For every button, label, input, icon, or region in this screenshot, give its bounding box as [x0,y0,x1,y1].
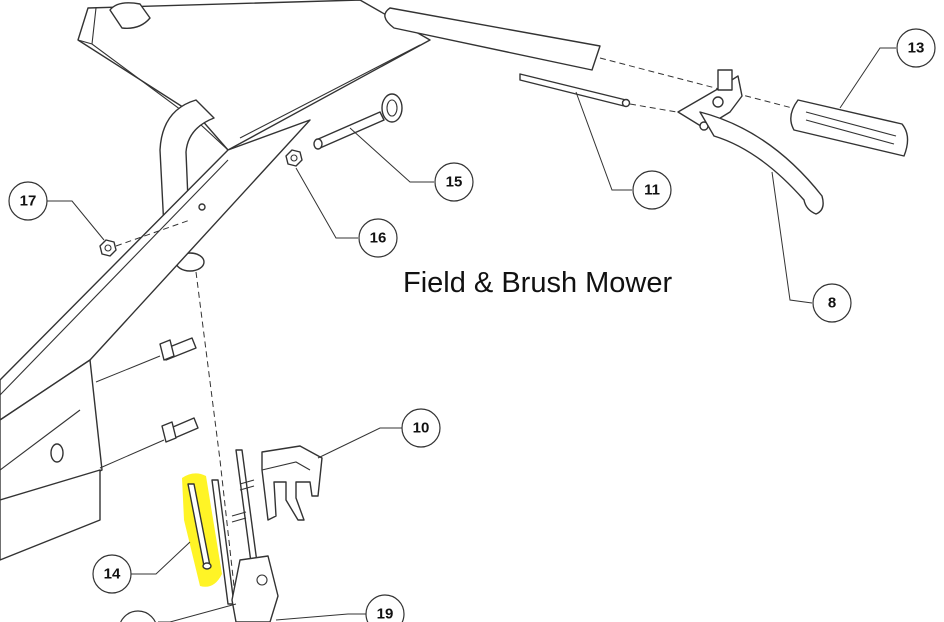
callout-19-label: 19 [377,606,394,622]
bolt-lower [99,417,199,469]
callout-14-label: 14 [104,566,121,583]
diagram-title: Field & Brush Mower [403,267,672,299]
callout-17-label: 17 [20,193,37,210]
callout-18-label: 18 [130,620,147,622]
handle-frame [0,0,431,561]
callout-11-label: 11 [644,182,660,199]
callout-8-label: 8 [828,295,836,312]
cables [211,449,279,622]
nut-part-16 [285,149,303,167]
callout-18: 18 [120,603,237,622]
callout-15: 15 [349,127,474,202]
callout-19: 19 [275,594,405,622]
bolt-upper [95,337,197,383]
callout-8: 8 [771,171,852,323]
lever-part-8 [677,69,824,215]
cable-path [195,271,237,605]
callout-16: 16 [295,167,398,258]
eyebolt-part-15 [313,93,403,150]
callout-16-label: 16 [370,230,387,247]
rod-part-11 [519,73,701,117]
callout-17: 17 [8,181,105,241]
callout-14: 14 [92,541,191,594]
handlebar-tube [384,7,801,111]
highlight-part-14 [182,473,222,587]
callout-10: 10 [317,408,441,459]
callout-13-label: 13 [908,40,925,57]
bracket-part-10 [261,445,323,521]
callout-11: 11 [575,91,672,210]
callout-13: 13 [839,28,936,109]
grip-part-13 [790,99,909,157]
callout-15-label: 15 [446,174,463,191]
nut-part-17 [99,219,191,257]
callout-10-label: 10 [413,420,430,437]
